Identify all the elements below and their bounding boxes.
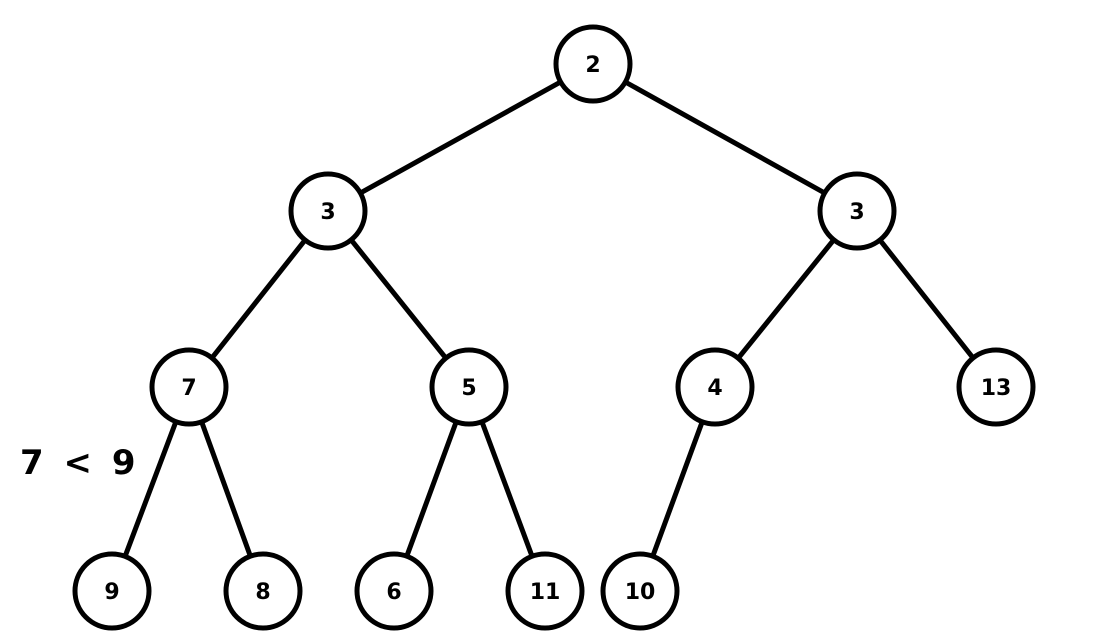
node-value-label: 2	[585, 53, 600, 78]
tree-node: 5	[429, 347, 509, 427]
nodes-layer: 2 3 3 7 5 4 13 9 8 6 11 10	[72, 24, 1036, 631]
node-value-label: 13	[981, 376, 1012, 401]
node-circle	[288, 171, 368, 251]
tree-node: 3	[817, 171, 897, 251]
tree-node: 6	[354, 551, 434, 631]
node-value-label: 11	[530, 580, 561, 605]
edge-n0-n2	[590, 61, 860, 214]
node-value-label: 6	[386, 580, 401, 605]
tree-node: 13	[956, 347, 1036, 427]
node-circle	[553, 24, 633, 104]
node-circle	[817, 171, 897, 251]
node-value-label: 10	[625, 580, 656, 605]
node-circle	[600, 551, 680, 631]
tree-node: 8	[223, 551, 303, 631]
tree-node: 7	[149, 347, 229, 427]
node-circle	[505, 551, 585, 631]
tree-node: 2	[553, 24, 633, 104]
node-value-label: 7	[181, 376, 196, 401]
node-circle	[223, 551, 303, 631]
node-value-label: 4	[707, 376, 722, 401]
node-value-label: 3	[320, 200, 335, 225]
node-circle	[354, 551, 434, 631]
node-value-label: 8	[255, 580, 270, 605]
node-value-label: 3	[849, 200, 864, 225]
node-value-label: 5	[461, 376, 476, 401]
tree-node: 10	[600, 551, 680, 631]
tree-node: 3	[288, 171, 368, 251]
tree-node: 9	[72, 551, 152, 631]
comparison-annotation: 7 < 9	[20, 443, 140, 483]
node-circle	[72, 551, 152, 631]
node-circle	[956, 347, 1036, 427]
node-circle	[429, 347, 509, 427]
node-circle	[149, 347, 229, 427]
tree-node: 4	[675, 347, 755, 427]
tree-node: 11	[505, 551, 585, 631]
node-value-label: 9	[104, 580, 119, 605]
edges-layer	[109, 61, 999, 594]
edge-n0-n1	[325, 61, 596, 214]
node-circle	[675, 347, 755, 427]
